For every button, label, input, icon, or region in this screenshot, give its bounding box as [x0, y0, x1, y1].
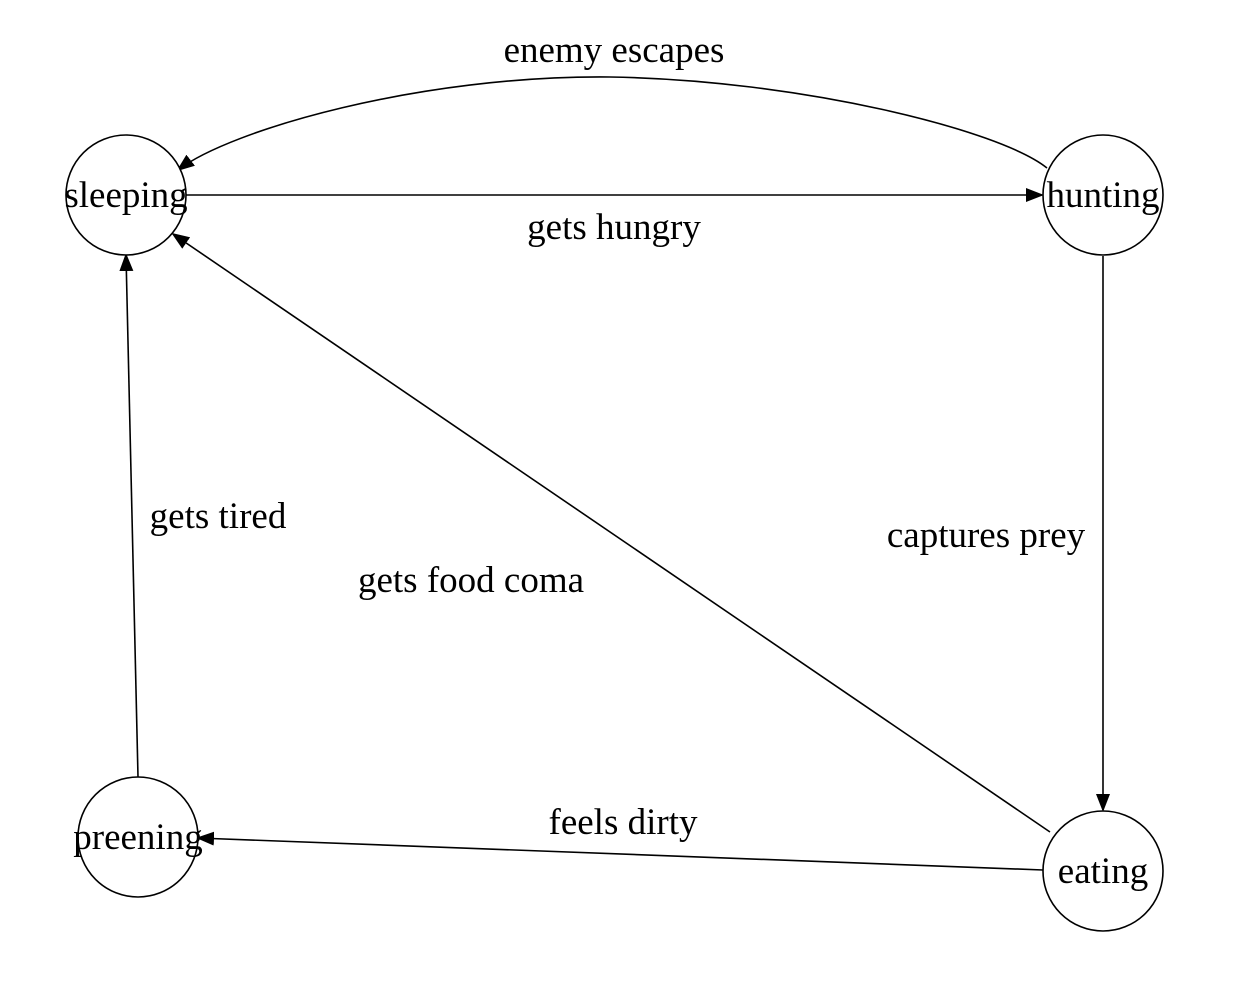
- edge-gets-food-coma-line: [171, 232, 1051, 833]
- node-preening-label: preening: [73, 817, 202, 858]
- edge-feels-dirty: [196, 831, 1044, 871]
- node-preening-circle: [77, 776, 199, 898]
- edge-label-gets-food-coma: gets food coma: [358, 560, 584, 601]
- edge-label-gets-tired: gets tired: [150, 496, 287, 537]
- node-hunting: hunting: [1042, 134, 1164, 256]
- node-hunting-label: hunting: [1046, 175, 1159, 216]
- node-eating: eating: [1042, 810, 1164, 932]
- edge-enemy-escapes: [176, 76, 1048, 172]
- edge-feels-dirty-line: [196, 831, 1044, 871]
- node-sleeping-label: sleeping: [64, 175, 187, 216]
- node-hunting-circle: [1042, 134, 1164, 256]
- node-sleeping-circle: [65, 134, 187, 256]
- node-eating-circle: [1042, 810, 1164, 932]
- edge-enemy-escapes-line: [176, 76, 1048, 172]
- edge-gets-food-coma: [171, 232, 1051, 833]
- node-preening: preening: [73, 776, 203, 898]
- edge-label-captures-prey: captures prey: [887, 515, 1086, 556]
- edge-label-gets-hungry: gets hungry: [527, 207, 701, 248]
- node-eating-label: eating: [1058, 851, 1148, 892]
- node-sleeping: sleeping: [64, 134, 188, 256]
- edge-label-enemy-escapes: enemy escapes: [504, 30, 725, 71]
- edge-gets-tired-line: [119, 253, 139, 778]
- edge-label-feels-dirty: feels dirty: [549, 802, 698, 843]
- edge-gets-tired: [119, 253, 139, 778]
